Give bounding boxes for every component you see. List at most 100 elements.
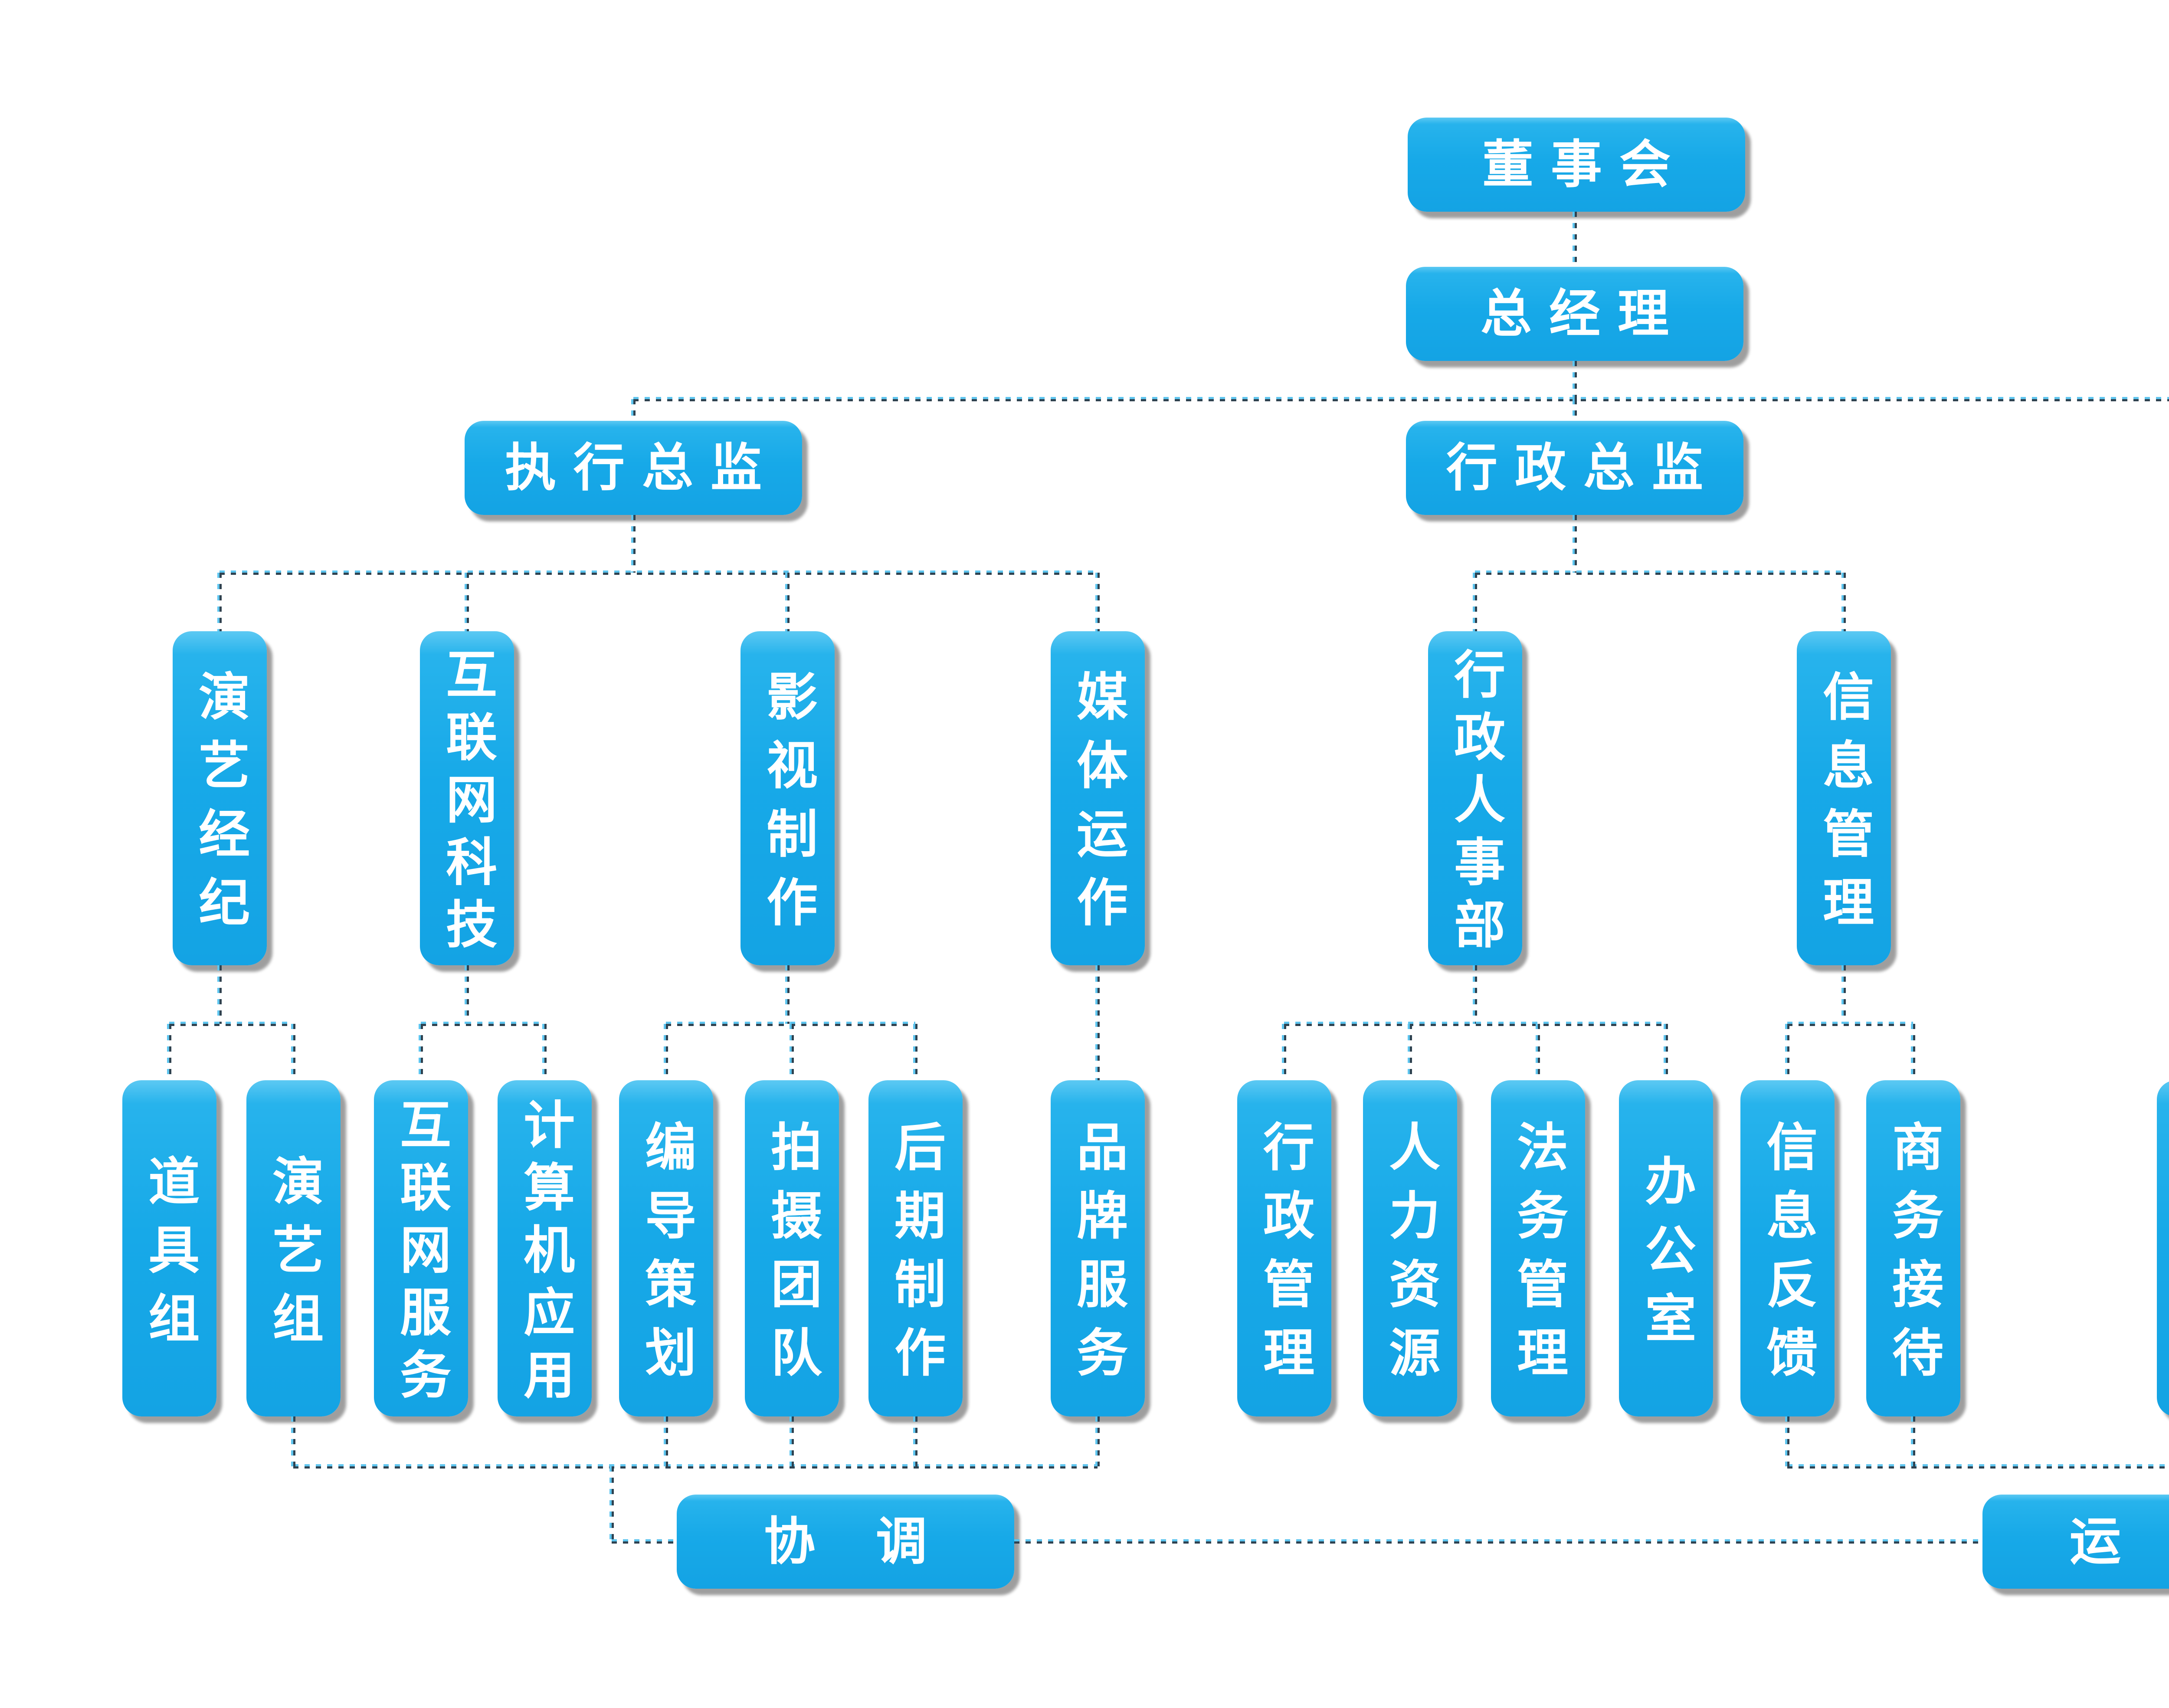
org-node-info-management: 信息管理 <box>1797 631 1891 965</box>
org-node-director-planning: 编导策划 <box>619 1080 713 1416</box>
org-node-label: 拍摄团队 <box>762 1120 822 1394</box>
connector-line <box>1573 399 1577 421</box>
org-node-label: 影视制作 <box>757 670 818 944</box>
org-node-label: 互联网科技 <box>437 648 497 960</box>
connector-line <box>1095 1416 1100 1466</box>
connector-line <box>631 515 636 573</box>
connector-line <box>913 1416 917 1466</box>
connector-line <box>631 399 636 421</box>
org-node-label: 运营 <box>2069 1511 2169 1572</box>
connector-line <box>421 1022 544 1026</box>
connector-line <box>1095 573 1100 631</box>
org-node-label: 演艺经纪 <box>190 670 250 944</box>
connector-line <box>291 1024 295 1080</box>
connector-line <box>465 573 469 631</box>
org-node-label: 互联网服务 <box>391 1098 451 1410</box>
connector-line <box>1573 515 1577 573</box>
org-node-label: 编导策划 <box>636 1120 696 1394</box>
org-node-admin-management: 行政管理 <box>1237 1080 1331 1416</box>
org-node-accounting: 会计 <box>2157 1080 2169 1416</box>
org-node-label: 董事会 <box>1482 134 1688 195</box>
connector-line <box>1573 361 1577 399</box>
org-node-label: 商务接待 <box>1883 1120 1943 1394</box>
connector-line <box>465 965 469 1024</box>
connector-line <box>913 1024 917 1080</box>
org-node-human-resources: 人力资源 <box>1363 1080 1457 1416</box>
connector-line <box>1911 1024 1915 1080</box>
connector-line <box>1573 212 1577 267</box>
org-node-shooting-team: 拍摄团队 <box>745 1080 839 1416</box>
org-node-media-operation: 媒体运作 <box>1051 631 1145 965</box>
connector-line <box>169 1022 293 1026</box>
org-node-label: 后期制作 <box>885 1120 946 1394</box>
org-node-post-production: 后期制作 <box>868 1080 963 1416</box>
org-node-computer-application: 计算机应用 <box>498 1080 592 1416</box>
org-node-label: 行政管理 <box>1254 1120 1314 1394</box>
connector-line <box>220 570 1098 575</box>
connector-line <box>167 1024 171 1080</box>
connector-line <box>1785 1416 1789 1466</box>
org-node-operations: 运营 <box>1982 1495 2169 1589</box>
connector-line <box>1536 1024 1540 1080</box>
connector-line <box>1475 570 1844 575</box>
connector-line <box>1911 1416 1915 1466</box>
connector-line <box>790 1024 794 1080</box>
org-node-film-production: 影视制作 <box>740 631 835 965</box>
connector-line <box>1664 1024 1668 1080</box>
org-node-label: 总经理 <box>1480 284 1686 344</box>
org-node-performance-agency: 演艺经纪 <box>173 631 267 965</box>
connector-line <box>542 1024 547 1080</box>
connector-line <box>633 397 2169 401</box>
org-node-label: 法务管理 <box>1508 1120 1568 1394</box>
org-node-label: 行政人事部 <box>1445 648 1505 960</box>
connector-line <box>217 573 222 631</box>
connector-line <box>1785 1024 1789 1080</box>
org-node-label: 品牌服务 <box>1068 1120 1128 1394</box>
org-node-label: 演艺组 <box>263 1154 324 1360</box>
org-node-label: 人力资源 <box>1380 1120 1440 1394</box>
org-node-label: 信息管理 <box>1814 670 1874 944</box>
connector-line <box>1841 573 1846 631</box>
connector-line <box>1787 1464 2169 1469</box>
connector-line <box>1473 965 1477 1024</box>
org-node-label: 媒体运作 <box>1068 670 1128 944</box>
org-node-office: 办公室 <box>1619 1080 1713 1416</box>
org-node-label: 计算机应用 <box>514 1098 575 1410</box>
org-node-label: 执行总监 <box>505 438 779 498</box>
connector-line <box>612 1539 677 1544</box>
org-node-internet-service: 互联网服务 <box>374 1080 468 1416</box>
connector-line <box>1014 1539 1982 1544</box>
connector-line <box>664 1024 668 1080</box>
org-node-administrative-director: 行政总监 <box>1406 421 1743 515</box>
org-node-label: 信息反馈 <box>1757 1120 1818 1394</box>
connector-line <box>785 965 790 1024</box>
org-node-label: 协调 <box>763 1511 988 1572</box>
connector-line <box>785 573 790 631</box>
org-node-admin-hr-dept: 行政人事部 <box>1428 631 1522 965</box>
connector-line <box>664 1416 668 1466</box>
connector-line <box>1095 965 1100 1080</box>
connector-line <box>1841 965 1846 1024</box>
org-node-legal-management: 法务管理 <box>1491 1080 1585 1416</box>
connector-line <box>1473 573 1477 631</box>
connector-line <box>1284 1022 1666 1026</box>
connector-line <box>291 1416 295 1466</box>
org-node-label: 道具组 <box>139 1154 200 1360</box>
org-node-info-feedback: 信息反馈 <box>1740 1080 1835 1416</box>
org-node-brand-service: 品牌服务 <box>1051 1080 1145 1416</box>
connector-line <box>293 1464 1098 1469</box>
org-node-executive-director: 执行总监 <box>465 421 802 515</box>
org-node-board: 董事会 <box>1408 118 1745 212</box>
org-node-internet-tech: 互联网科技 <box>420 631 514 965</box>
connector-line <box>1408 1024 1412 1080</box>
connector-line <box>419 1024 423 1080</box>
connector-line <box>609 1466 614 1541</box>
org-node-props-team: 道具组 <box>122 1080 216 1416</box>
org-node-coordination: 协调 <box>677 1495 1014 1589</box>
connector-line <box>217 965 222 1024</box>
connector-line <box>1787 1022 1913 1026</box>
org-node-business-reception: 商务接待 <box>1866 1080 1960 1416</box>
org-node-label: 办公室 <box>1636 1154 1696 1360</box>
org-node-general-manager: 总经理 <box>1406 267 1743 361</box>
